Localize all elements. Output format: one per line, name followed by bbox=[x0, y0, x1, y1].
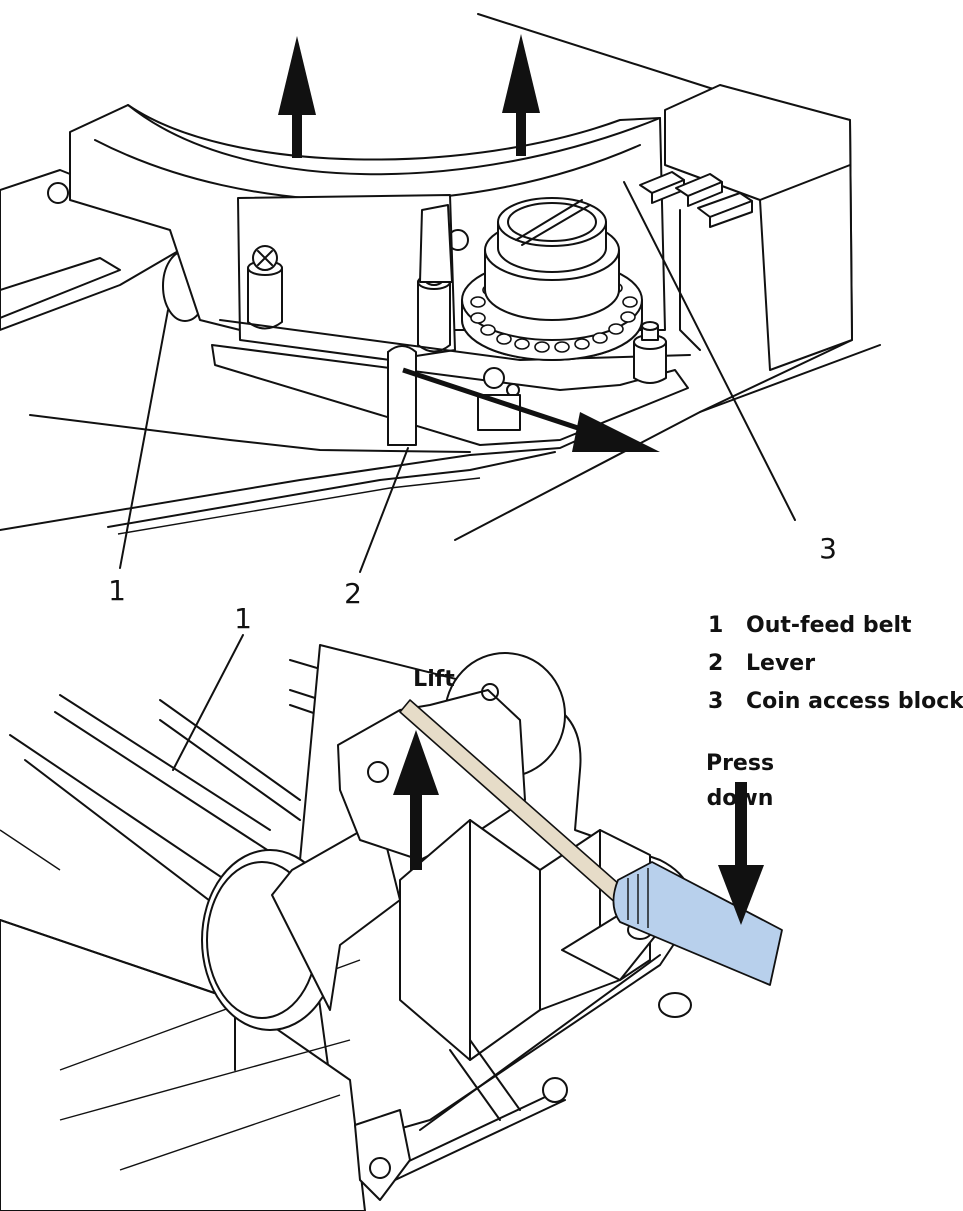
callout-3: 3 bbox=[819, 532, 837, 565]
lift-label: Lift bbox=[413, 667, 455, 692]
callout-1-top: 1 bbox=[108, 574, 126, 607]
press-label-line-2: down bbox=[707, 786, 774, 811]
callout-2: 2 bbox=[344, 577, 362, 610]
legend: 1 Out-feed belt 2 Lever 3 Coin access bl… bbox=[708, 613, 963, 714]
lift-arrow-right bbox=[502, 34, 540, 156]
press-down-arrow bbox=[718, 782, 764, 925]
lift-arrow-left bbox=[278, 36, 316, 158]
lift-arrow bbox=[393, 730, 439, 870]
lever bbox=[387, 345, 417, 446]
press-label-line-1: Press bbox=[706, 751, 774, 776]
callout-1-bottom: 1 bbox=[234, 602, 252, 635]
legend-number-3: 3 bbox=[708, 689, 723, 714]
legend-text-coin-access-block: Coin access block bbox=[746, 689, 963, 714]
legend-text-out-feed-belt: Out-feed belt bbox=[746, 613, 912, 638]
pull-lever-arrow bbox=[402, 367, 660, 452]
coin-access-block bbox=[639, 84, 853, 371]
legend-number-1: 1 bbox=[708, 613, 723, 638]
top-illustration: 1 2 3 bbox=[0, 13, 881, 610]
screwdriver bbox=[399, 699, 783, 986]
legend-text-lever: Lever bbox=[746, 651, 815, 676]
legend-number-2: 2 bbox=[708, 651, 723, 676]
bottom-illustration: 1 Lift Press down bbox=[0, 602, 783, 1211]
coin-drum bbox=[461, 197, 643, 361]
